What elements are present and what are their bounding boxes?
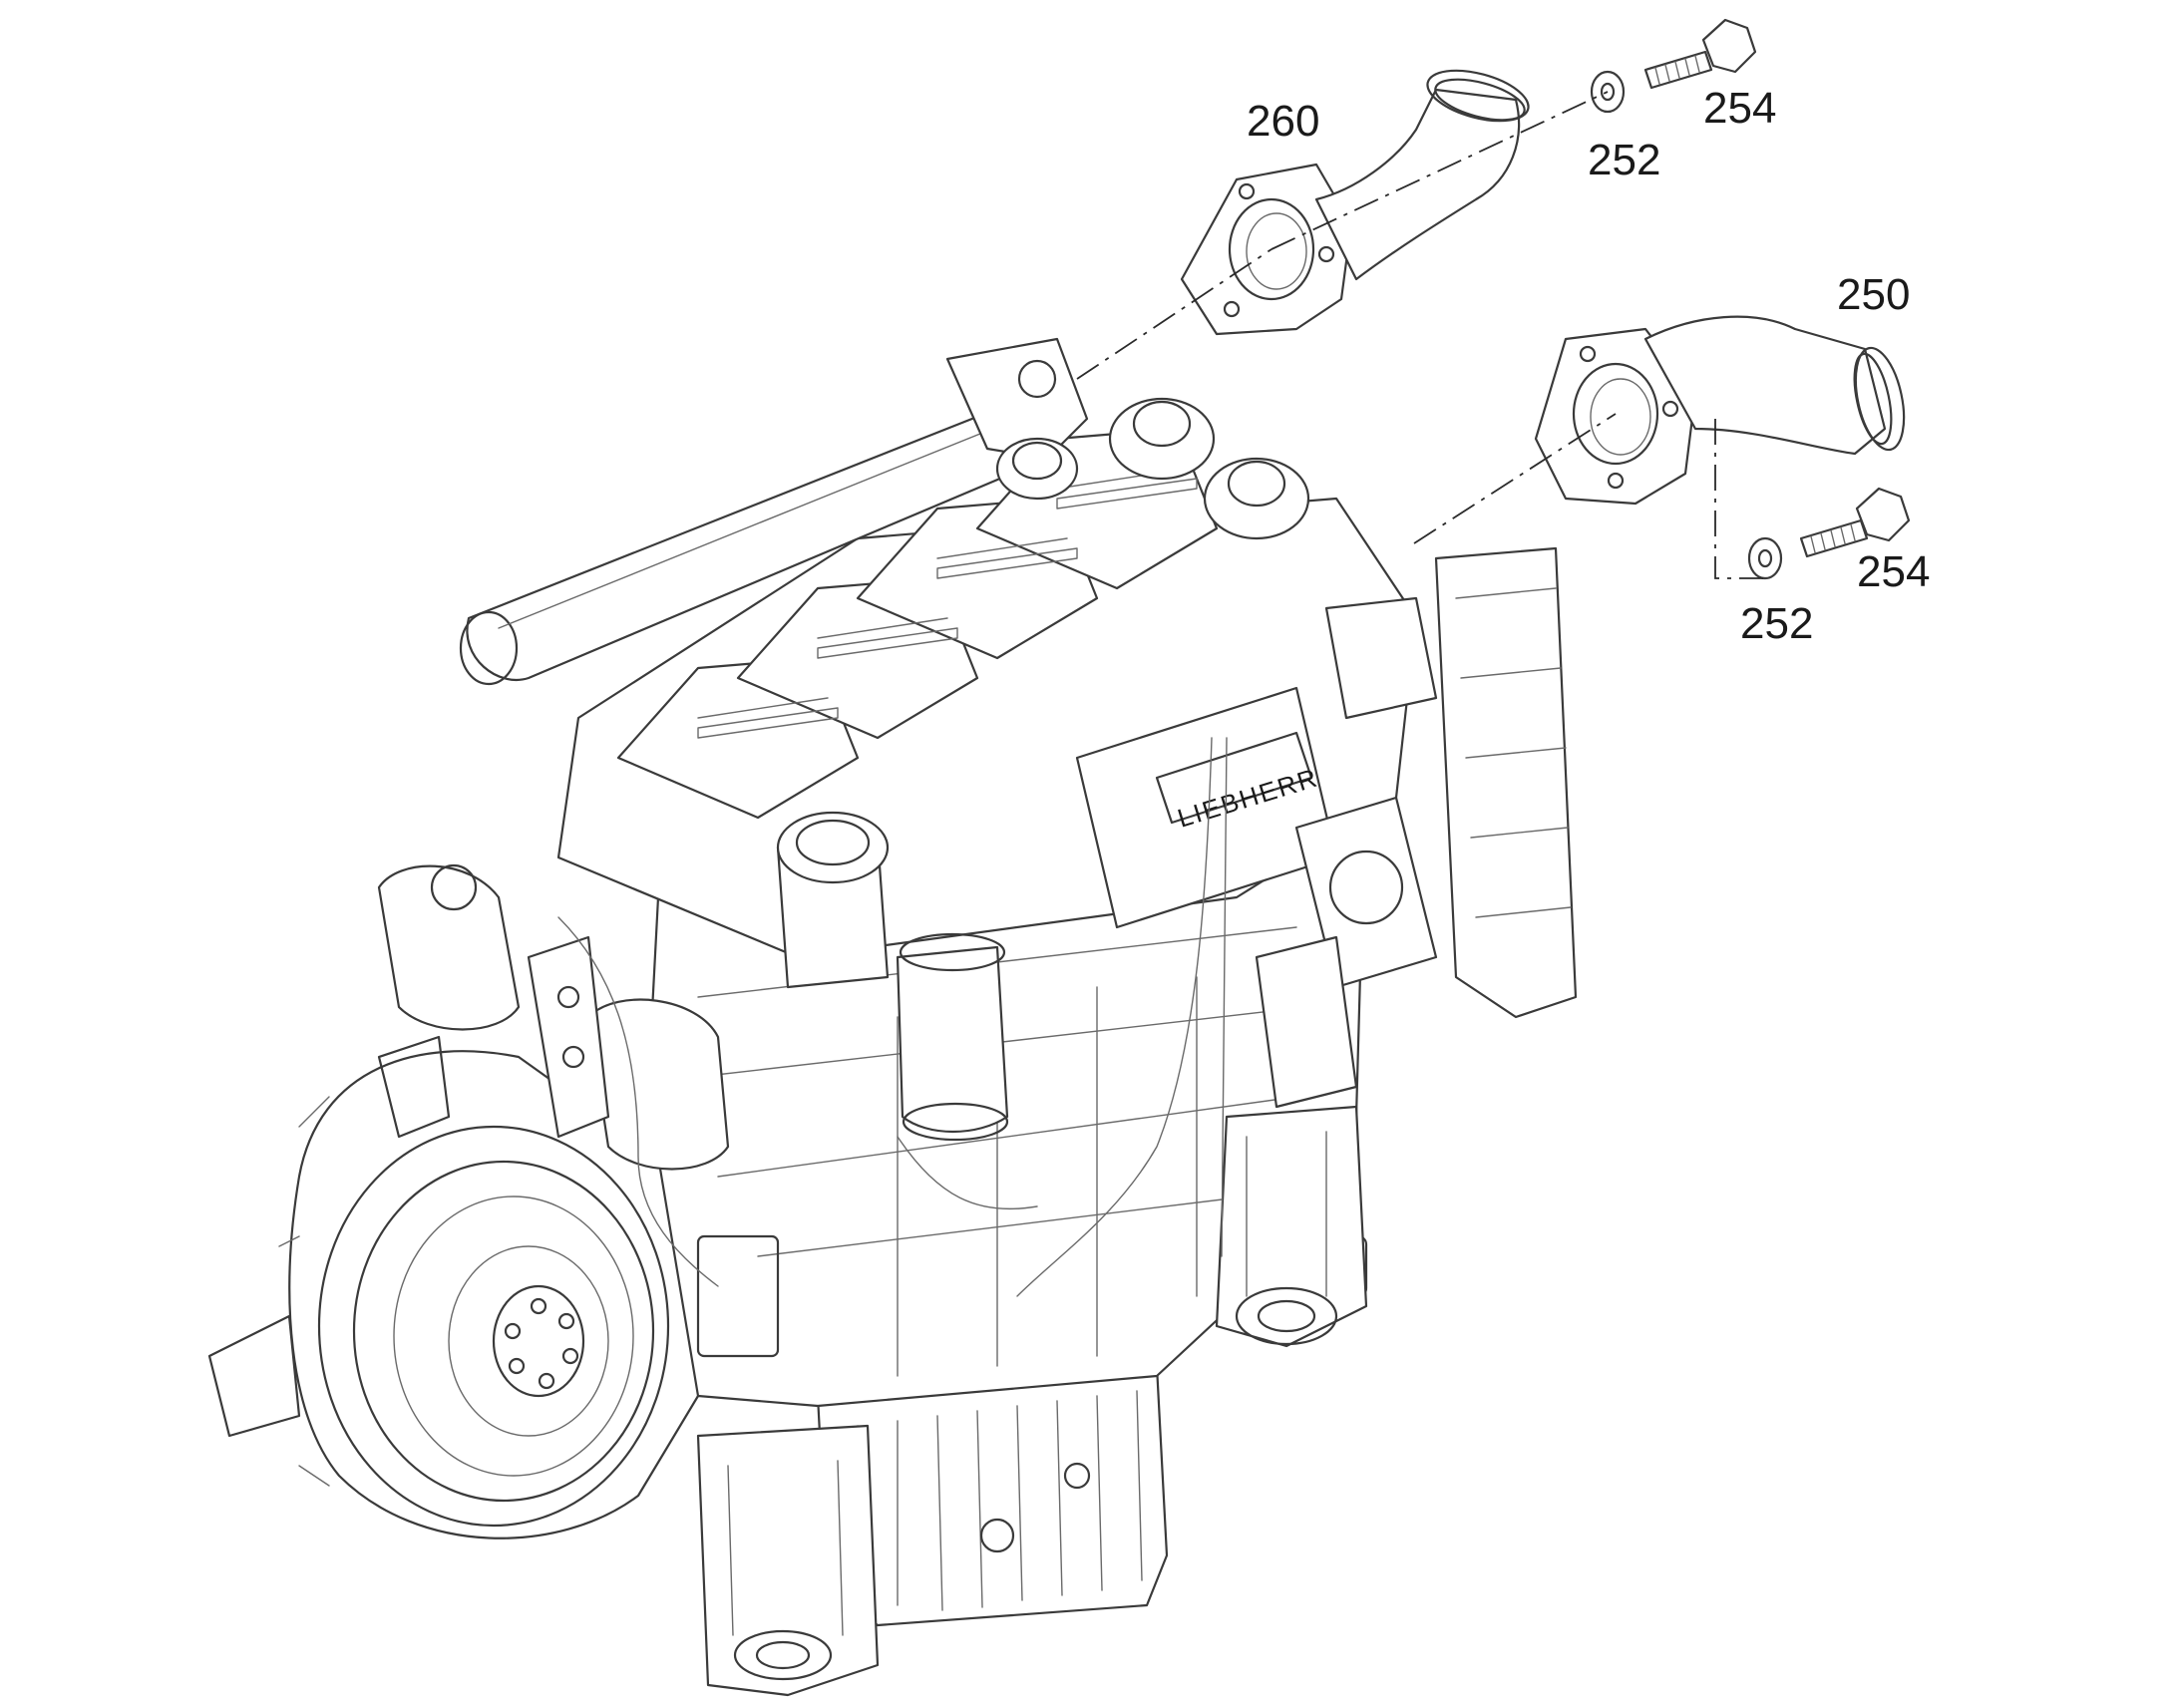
right-ancillaries — [1255, 546, 1578, 1109]
wiring-harness — [557, 737, 1213, 1297]
callout-250: 250 — [1837, 270, 1910, 319]
front-mount — [696, 1424, 880, 1697]
part-260-elbow — [1180, 69, 1530, 336]
callout-252-upper: 252 — [1588, 136, 1660, 184]
control-unit: LIEBHERR — [1075, 686, 1338, 1257]
flywheel-housing — [207, 1050, 700, 1539]
assembly-center-lines — [1076, 91, 1763, 579]
front-covers — [377, 863, 730, 1171]
intake-pipe — [459, 337, 1089, 686]
fuel-filter — [776, 811, 1009, 1142]
bolt-254-lower — [1799, 487, 1911, 558]
callout-254-upper: 254 — [1703, 84, 1776, 133]
callout-260: 260 — [1247, 97, 1319, 146]
rear-mount — [1215, 1105, 1368, 1348]
engine-assembly: LIEBHERR — [207, 337, 1578, 1697]
bolt-254-upper — [1643, 18, 1757, 90]
filler-caps — [995, 397, 1310, 540]
part-250-elbow — [1534, 315, 1906, 506]
callout-254-lower: 254 — [1857, 547, 1930, 596]
washer-252-lower — [1747, 536, 1783, 580]
callout-252-lower: 252 — [1740, 599, 1813, 648]
